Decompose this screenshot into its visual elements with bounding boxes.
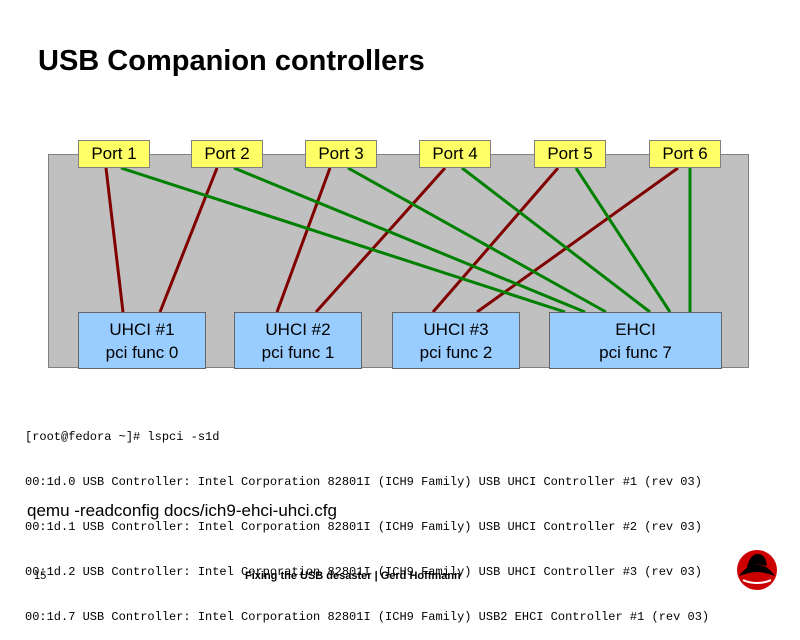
uhci1-box: UHCI #1 pci func 0	[78, 312, 206, 369]
slide-title: USB Companion controllers	[38, 45, 425, 77]
qemu-command: qemu -readconfig docs/ich9-ehci-uhci.cfg	[27, 501, 337, 520]
port-1-box: Port 1	[78, 140, 150, 168]
controller-name: UHCI #1	[109, 319, 175, 339]
link-port5-uhci3	[431, 167, 560, 313]
controller-func: pci func 2	[419, 342, 493, 362]
red-hat-logo-icon	[737, 550, 777, 590]
link-port4-ehci	[461, 166, 651, 314]
link-port4-uhci2	[314, 166, 447, 314]
ehci-box: EHCI pci func 7	[549, 312, 722, 369]
console-line: 00:1d.7 USB Controller: Intel Corporatio…	[25, 610, 710, 624]
controller-name: UHCI #2	[265, 319, 331, 339]
link-port6-uhci3	[476, 166, 679, 314]
port-3-box: Port 3	[305, 140, 377, 168]
console-line: [root@fedora ~]# lspci -s1d	[25, 430, 220, 444]
port-5-box: Port 5	[534, 140, 606, 168]
console-line: 00:1d.1 USB Controller: Intel Corporatio…	[25, 520, 702, 534]
link-port1-ehci	[120, 166, 566, 314]
link-port1-uhci1	[104, 167, 125, 313]
link-port2-uhci1	[158, 167, 219, 313]
controller-name: EHCI	[615, 319, 656, 339]
console-line: 00:1d.2 USB Controller: Intel Corporatio…	[25, 565, 702, 579]
port-4-box: Port 4	[419, 140, 491, 168]
link-port3-ehci	[347, 166, 607, 314]
console-line: 00:1d.0 USB Controller: Intel Corporatio…	[25, 475, 702, 489]
controller-name: UHCI #3	[423, 319, 489, 339]
uhci3-box: UHCI #3 pci func 2	[392, 312, 520, 369]
link-port5-ehci	[574, 167, 672, 313]
connection-lines	[104, 166, 692, 314]
link-port2-ehci	[233, 166, 586, 314]
uhci2-box: UHCI #2 pci func 1	[234, 312, 362, 369]
port-2-box: Port 2	[191, 140, 263, 168]
link-port3-uhci2	[275, 167, 332, 313]
controller-func: pci func 0	[105, 342, 179, 362]
controller-func: pci func 7	[599, 342, 672, 362]
footer-text: Fixing the USB desaster | Gerd Hoffmann	[245, 570, 461, 582]
port-6-box: Port 6	[649, 140, 721, 168]
page-number: 15	[34, 570, 47, 582]
controller-func: pci func 1	[261, 342, 335, 362]
